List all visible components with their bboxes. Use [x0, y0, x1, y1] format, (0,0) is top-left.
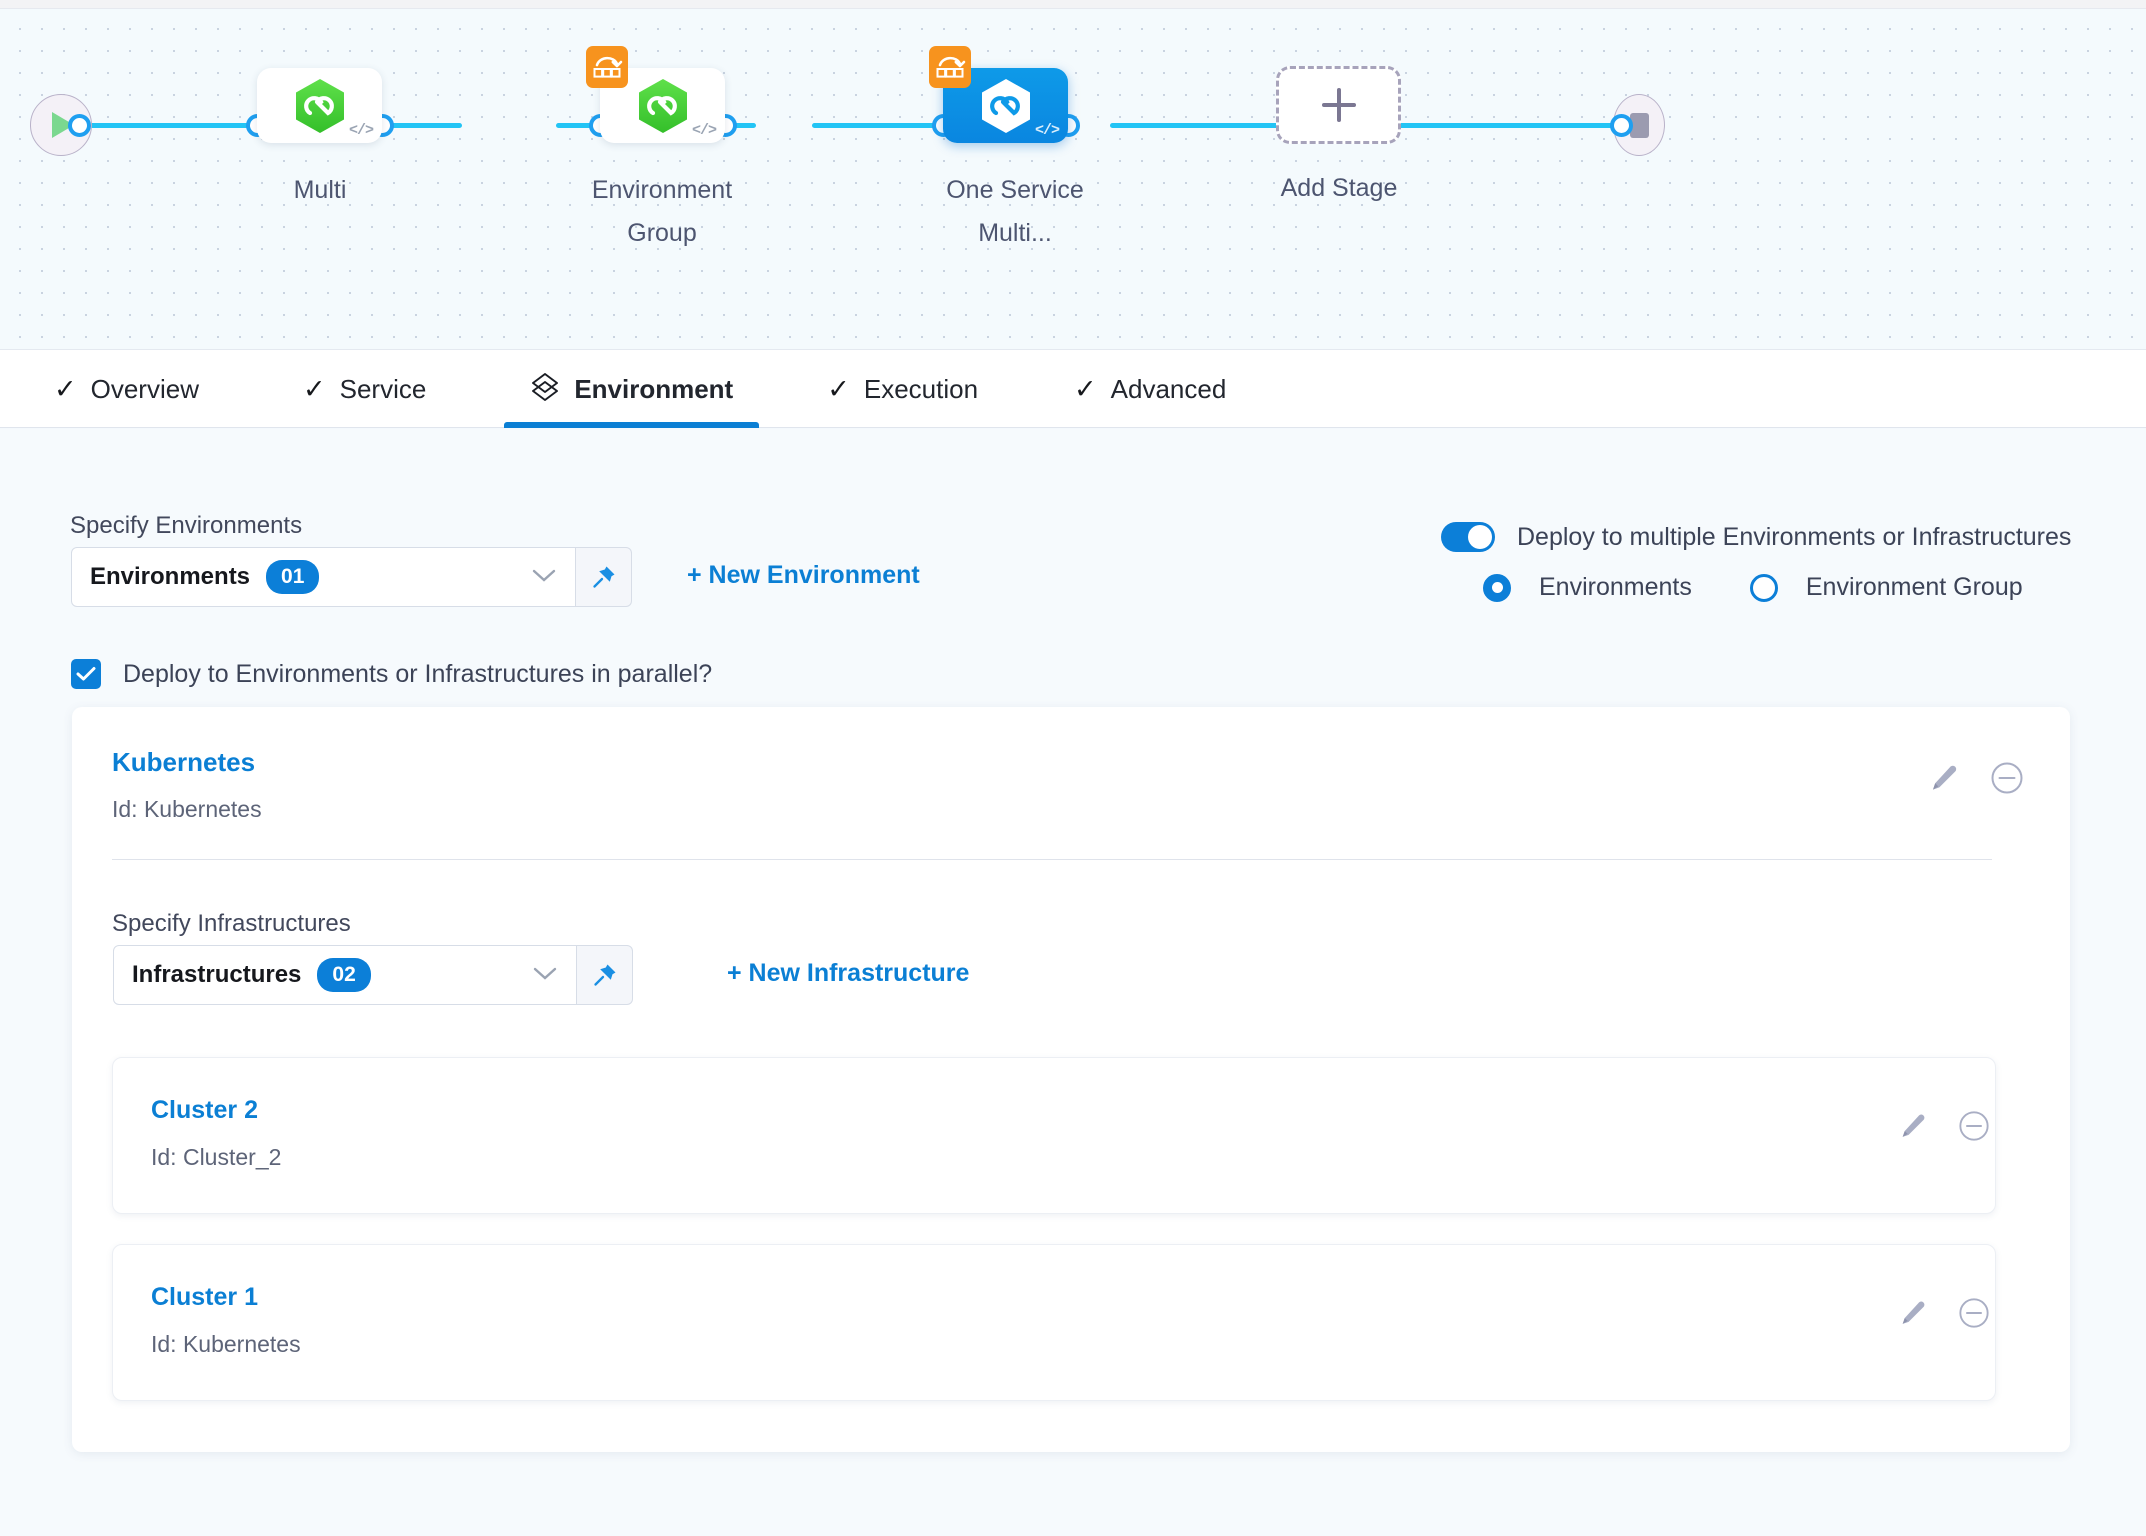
- infrastructure-card-actions: [1898, 1110, 1990, 1147]
- infrastructure-card: Cluster 2 Id: Cluster_2: [112, 1057, 1996, 1214]
- pin-environments-button[interactable]: [576, 547, 632, 607]
- infrastructures-count-badge: 02: [317, 957, 371, 993]
- infrastructure-name-link[interactable]: Cluster 1: [151, 1283, 258, 1311]
- environment-card: Kubernetes Id: Kubernetes Specify Infras…: [72, 707, 2070, 1452]
- tab-label: Advanced: [1110, 373, 1227, 404]
- tab-label: Overview: [90, 373, 199, 404]
- environment-id: Id: Kubernetes: [112, 796, 262, 822]
- parallel-deploy-checkbox[interactable]: [71, 659, 101, 689]
- stage-code-icon[interactable]: </>: [691, 122, 717, 139]
- add-stage-label: Add Stage: [1280, 174, 1398, 202]
- connector-port[interactable]: [1610, 114, 1633, 137]
- chevron-down-icon[interactable]: [531, 564, 557, 590]
- pencil-icon[interactable]: [1898, 1111, 1928, 1146]
- play-icon: [52, 112, 74, 138]
- multi-deploy-toggle[interactable]: [1441, 522, 1495, 552]
- environments-select-value: Environments: [90, 563, 251, 590]
- pipeline-stage-label: Multi: [293, 176, 347, 204]
- tab-advanced[interactable]: ✓ Advanced: [1046, 350, 1254, 428]
- harness-hex-icon: [295, 78, 344, 133]
- tab-label: Environment: [574, 373, 734, 404]
- tab-overview[interactable]: ✓ Overview: [26, 350, 227, 428]
- multi-deploy-badge-icon: [929, 46, 971, 88]
- pipeline-stage-label: One Service Multi...: [946, 176, 1084, 247]
- add-stage-button[interactable]: [1276, 66, 1401, 144]
- connector-rail: [76, 123, 266, 128]
- check-icon: ✓: [1074, 373, 1097, 404]
- environment-card-actions: [1928, 761, 2024, 800]
- parallel-deploy-checkbox-row[interactable]: Deploy to Environments or Infrastructure…: [71, 659, 712, 689]
- tab-service[interactable]: ✓ Service: [275, 350, 454, 428]
- rollback-squares-icon: [593, 56, 623, 78]
- radio-environments-label: Environments: [1539, 573, 1692, 601]
- pin-infrastructures-button[interactable]: [577, 945, 633, 1005]
- pin-icon: [593, 964, 615, 986]
- check-icon: [76, 667, 96, 681]
- connector-rail: [1424, 123, 1644, 128]
- connector-rail: [1110, 123, 1300, 128]
- pipeline-canvas[interactable]: </> Multi </> Environment Group: [0, 9, 2146, 350]
- divider: [112, 859, 1992, 860]
- infrastructures-select-group[interactable]: Infrastructures 02: [113, 945, 633, 1005]
- layers-icon: [530, 372, 560, 407]
- pencil-icon[interactable]: [1898, 1298, 1928, 1333]
- tab-label: Execution: [863, 373, 979, 404]
- parallel-deploy-label: Deploy to Environments or Infrastructure…: [123, 659, 713, 688]
- plus-icon: [1321, 88, 1356, 122]
- infrastructure-name-link[interactable]: Cluster 2: [151, 1096, 258, 1124]
- infrastructures-select[interactable]: Infrastructures 02: [113, 945, 577, 1005]
- pipeline-stage-multi[interactable]: </>: [257, 68, 382, 143]
- infrastructure-id: Id: Cluster_2: [151, 1144, 282, 1170]
- pencil-icon[interactable]: [1928, 762, 1960, 799]
- harness-hex-icon: [981, 78, 1030, 133]
- window-top-scrollbar[interactable]: [0, 0, 2146, 9]
- environments-select-group[interactable]: Environments 01: [71, 547, 632, 607]
- environments-count-badge: 01: [266, 559, 320, 595]
- infrastructure-card-actions: [1898, 1297, 1990, 1334]
- tab-environment[interactable]: Environment: [502, 350, 761, 428]
- pipeline-stage-one-service-multi[interactable]: </>: [929, 46, 1068, 143]
- connector-port[interactable]: [68, 114, 91, 137]
- stage-code-icon[interactable]: </>: [1034, 122, 1060, 139]
- pipeline-stage-label: Environment Group: [591, 176, 733, 247]
- new-environment-link[interactable]: + New Environment: [687, 561, 920, 589]
- environments-select[interactable]: Environments 01: [71, 547, 576, 607]
- stop-icon: [1629, 112, 1649, 138]
- infrastructures-select-value: Infrastructures: [132, 961, 302, 988]
- environment-name-link[interactable]: Kubernetes: [112, 747, 256, 777]
- check-icon: ✓: [54, 373, 77, 404]
- infrastructure-card: Cluster 1 Id: Kubernetes: [112, 1244, 1996, 1401]
- rollback-squares-icon: [936, 56, 966, 78]
- stage-code-icon[interactable]: </>: [348, 122, 374, 139]
- chevron-down-icon[interactable]: [532, 962, 558, 988]
- minus-circle-icon[interactable]: [1990, 761, 2024, 800]
- radio-environment-group-label: Environment Group: [1805, 573, 2023, 601]
- harness-hex-icon: [638, 78, 687, 133]
- multi-deploy-badge-icon: [586, 46, 628, 88]
- check-icon: ✓: [827, 373, 850, 404]
- minus-circle-icon[interactable]: [1958, 1297, 1990, 1334]
- infrastructure-id: Id: Kubernetes: [151, 1331, 301, 1357]
- tab-label: Service: [339, 373, 427, 404]
- tab-execution[interactable]: ✓ Execution: [799, 350, 1006, 428]
- specify-environments-label: Specify Environments: [70, 512, 303, 539]
- specify-infrastructures-label: Specify Infrastructures: [112, 910, 351, 937]
- pin-icon: [592, 566, 614, 588]
- environment-panel: Specify Environments Environments 01 + N…: [0, 429, 2146, 1536]
- radio-environments[interactable]: [1483, 573, 1511, 602]
- check-icon: ✓: [302, 373, 326, 404]
- minus-circle-icon[interactable]: [1958, 1110, 1990, 1147]
- radio-environment-group[interactable]: [1749, 573, 1778, 602]
- deploy-target-radio-group[interactable]: Environments Environment Group: [1483, 573, 2023, 602]
- multi-deploy-toggle-label: Deploy to multiple Environments or Infra…: [1517, 522, 2072, 551]
- new-infrastructure-link[interactable]: + New Infrastructure: [727, 959, 970, 987]
- multi-deploy-toggle-row[interactable]: Deploy to multiple Environments or Infra…: [1441, 522, 2071, 552]
- stage-config-tabs: ✓ Overview ✓ Service Environment ✓ Execu…: [0, 350, 2146, 428]
- pipeline-stage-environment-group[interactable]: </>: [586, 46, 725, 143]
- connector-rail: [812, 123, 1002, 128]
